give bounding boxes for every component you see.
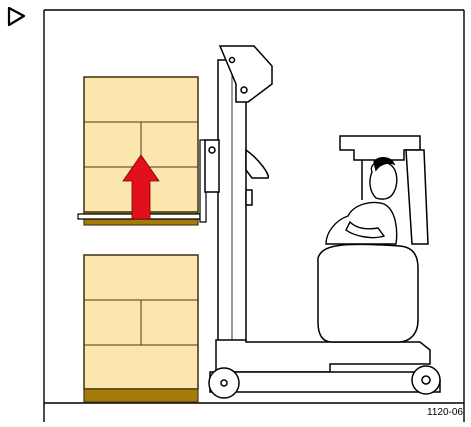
- triangle-right-outline-icon: [9, 8, 24, 25]
- figure-id-label: 1120-06: [427, 407, 463, 418]
- forklift-mast: [205, 46, 272, 360]
- forklift-chassis: [209, 340, 440, 398]
- lower-pallet-load: [84, 255, 198, 402]
